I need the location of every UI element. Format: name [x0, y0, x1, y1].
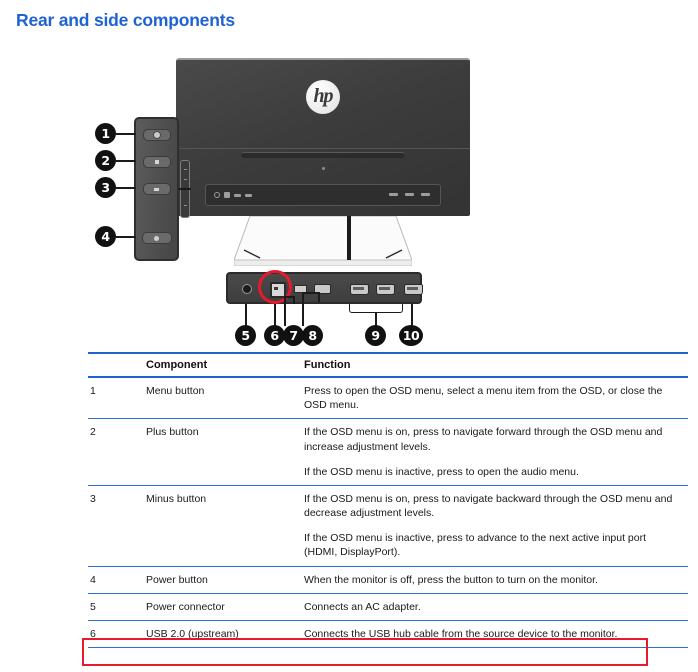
table-row: 2 Plus button If the OSD menu is on, pre…: [88, 418, 688, 486]
row-number: 6: [88, 620, 146, 649]
table-header: Component Function: [88, 352, 688, 378]
panel-seam-line: [176, 148, 470, 149]
function-text: If the OSD menu is on, press to navigate…: [304, 492, 673, 520]
callout-10: 10: [399, 325, 423, 346]
stand-neck-cable: [347, 216, 351, 260]
leader-line-4: [116, 236, 136, 238]
callout-1: 1: [95, 123, 116, 144]
function-text: If the OSD menu is inactive, press to op…: [304, 465, 579, 478]
leader-line-9: [375, 312, 377, 326]
function-text: Press to open the OSD menu, select a men…: [304, 385, 663, 412]
hdmi-port-1: [350, 284, 369, 295]
function-text: Connects an AC adapter.: [304, 600, 421, 613]
leader-line-7b: [284, 296, 294, 298]
table-row: 4 Power button When the monitor is off, …: [88, 566, 688, 594]
table-row: 5 Power connector Connects an AC adapter…: [88, 593, 688, 621]
row-component: USB 2.0 (upstream): [146, 620, 304, 649]
power-connector-icon: [214, 192, 221, 198]
usb-downstream-port: [294, 285, 307, 293]
table-row-highlighted: 6 USB 2.0 (upstream) Connects the USB hu…: [88, 620, 688, 649]
row-component: Plus button: [146, 418, 304, 486]
header-function: Function: [304, 352, 688, 378]
row-function: If the OSD menu is on, press to navigate…: [304, 418, 688, 486]
hp-logo-text: hp: [313, 85, 333, 107]
callout-4: 4: [95, 226, 116, 247]
hp-logo-icon: hp: [306, 80, 340, 114]
row-function: If the OSD menu is on, press to navigate…: [304, 485, 688, 567]
leader-line-10: [411, 304, 413, 326]
header-component: Component: [146, 352, 304, 378]
callout-7: 7: [283, 325, 304, 346]
displayport-port: [404, 284, 423, 295]
vent-slot: [240, 152, 406, 158]
monitor-stand: [233, 215, 413, 267]
leader-line-5: [245, 304, 247, 326]
power-button-illustration: [141, 232, 172, 244]
plus-button-illustration: [142, 156, 171, 168]
indicator-dot: [321, 167, 325, 170]
function-text: If the OSD menu is inactive, press to ad…: [304, 532, 647, 559]
header-number: [88, 352, 146, 378]
table-body: 1 Menu button Press to open the OSD menu…: [88, 377, 688, 649]
row-component: Menu button: [146, 377, 304, 420]
row-number: 2: [88, 418, 146, 486]
function-text: When the monitor is off, press the butto…: [304, 573, 598, 586]
table-row: 1 Menu button Press to open the OSD menu…: [88, 377, 688, 420]
hdmi-pair-bracket: [349, 304, 403, 313]
leader-line-7c: [284, 296, 286, 326]
callout-6: 6: [264, 325, 285, 346]
usb-upstream-icon: [224, 192, 231, 198]
callout-8: 8: [302, 325, 323, 346]
leader-line-3: [116, 187, 136, 189]
callout-9: 9: [365, 325, 386, 346]
row-number: 5: [88, 593, 146, 621]
row-number: 3: [88, 485, 146, 567]
row-component: Power connector: [146, 593, 304, 621]
recess-icon-group-right: [388, 193, 430, 196]
audio-out-icon: [245, 193, 253, 197]
audio-out-jack: [314, 284, 331, 294]
table-row: 3 Minus button If the OSD menu is on, pr…: [88, 485, 688, 567]
monitor-rear-panel: hp: [176, 58, 470, 216]
recess-icon-group-left: [214, 192, 253, 198]
table-header-row: Component Function: [88, 352, 688, 378]
components-table: Component Function 1 Menu button Press t…: [88, 352, 688, 649]
leader-line-7a: [293, 296, 295, 304]
power-connector-port: [242, 284, 252, 294]
row-component: Power button: [146, 566, 304, 594]
leader-line-1: [116, 133, 136, 135]
leader-line-2: [116, 160, 136, 162]
rear-connector-recess: [205, 184, 441, 206]
callout-5: 5: [235, 325, 256, 346]
io-port-panel-detail: [226, 272, 423, 304]
usb-port-highlight-ring: [258, 270, 292, 304]
row-number: 1: [88, 377, 146, 420]
row-function: Connects an AC adapter.: [304, 593, 688, 621]
hdmi-port-2-icon: [404, 193, 414, 196]
stand-svg: [233, 215, 413, 267]
page-title: Rear and side components: [16, 10, 235, 30]
callout-2: 2: [95, 150, 116, 171]
row-function: Press to open the OSD menu, select a men…: [304, 377, 688, 420]
leader-line-8c: [302, 292, 304, 326]
leader-line-8b: [302, 292, 319, 294]
leader-line-6: [274, 304, 276, 326]
menu-button-illustration: [142, 129, 171, 141]
function-text: If the OSD menu is on, press to navigate…: [304, 426, 663, 453]
monitor-diagram: hp: [0, 48, 698, 346]
function-text: Connects the USB hub cable from the sour…: [304, 627, 618, 640]
row-function: When the monitor is off, press the butto…: [304, 566, 688, 594]
row-component: Minus button: [146, 485, 304, 567]
usb-downstream-icon: [234, 193, 242, 197]
displayport-icon: [420, 193, 430, 196]
hdmi-port-1-icon: [388, 193, 398, 196]
minus-button-illustration: [142, 183, 171, 195]
side-control-panel-detail: [134, 117, 179, 261]
leader-line-panel-to-monitor: [179, 188, 191, 190]
row-number: 4: [88, 566, 146, 594]
hdmi-port-2: [376, 284, 395, 295]
leader-line-8a: [318, 292, 320, 302]
row-function: Connects the USB hub cable from the sour…: [304, 620, 688, 649]
callout-3: 3: [95, 177, 116, 198]
